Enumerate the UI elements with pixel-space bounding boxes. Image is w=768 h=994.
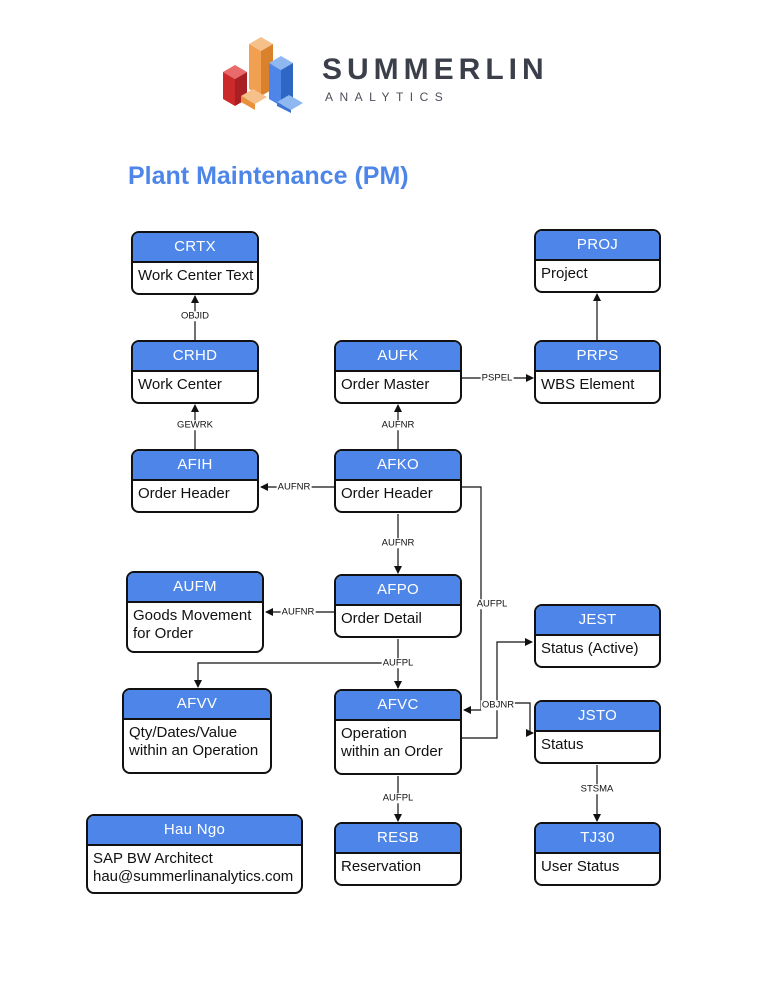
table-afvv: AFVV Qty/Dates/Value within an Operation — [122, 688, 272, 774]
table-proj: PROJ Project — [534, 229, 661, 293]
table-aufm-desc-line2: for Order — [133, 625, 194, 642]
table-jsto: JSTO Status — [534, 700, 661, 764]
table-resb-desc: Reservation — [341, 858, 422, 875]
table-afvc-desc: Operation within an Order — [336, 721, 460, 765]
table-proj-desc: Project — [541, 265, 588, 282]
table-aufm-desc: Goods Movement for Order — [128, 603, 262, 647]
table-afko-header: AFKO — [336, 451, 460, 481]
table-resb-header: RESB — [336, 824, 460, 854]
table-afih-desc: Order Header — [138, 485, 230, 502]
table-prps: PRPS WBS Element — [534, 340, 661, 404]
link-afvc-jest — [462, 638, 533, 739]
table-crhd: CRHD Work Center — [131, 340, 259, 404]
author-card: Hau Ngo SAP BW Architect hau@summerlinan… — [86, 814, 303, 894]
table-aufk-desc: Order Master — [341, 376, 430, 393]
table-crtx-desc: Work Center Text — [138, 267, 254, 284]
table-crtx: CRTX Work Center Text — [131, 231, 259, 295]
table-prps-desc: WBS Element — [541, 376, 635, 393]
table-afko-desc: Order Header — [341, 485, 433, 502]
table-aufk-header: AUFK — [336, 342, 460, 372]
table-afpo-desc: Order Detail — [341, 610, 422, 627]
table-afpo-header: AFPO — [336, 576, 460, 606]
table-tj30-desc: User Status — [541, 858, 620, 875]
page-title: Plant Maintenance (PM) — [128, 162, 409, 190]
table-crhd-header: CRHD — [133, 342, 257, 372]
label-aufpl-resb: AUFPL — [381, 792, 415, 804]
table-afvv-desc-line1: Qty/Dates/Value — [129, 724, 238, 741]
table-aufm-desc-line1: Goods Movement — [133, 607, 252, 624]
label-stsma: STSMA — [579, 783, 615, 795]
table-jsto-header: JSTO — [536, 702, 659, 732]
label-objid: OBJID — [180, 310, 210, 322]
table-afih-header: AFIH — [133, 451, 257, 481]
table-jest-desc: Status (Active) — [541, 640, 639, 657]
table-crhd-desc: Work Center — [138, 376, 222, 393]
author-role: SAP BW Architect — [93, 850, 213, 867]
label-pspel: PSPEL — [480, 372, 514, 384]
table-afvv-header: AFVV — [124, 690, 270, 720]
label-aufpl-afko: AUFPL — [475, 598, 509, 610]
label-aufnr-afpo: AUFNR — [380, 537, 416, 549]
table-afvc: AFVC Operation within an Order — [334, 689, 462, 775]
author-email: hau@summerlinanalytics.com — [93, 868, 294, 885]
table-afko: AFKO Order Header — [334, 449, 462, 513]
table-tj30-header: TJ30 — [536, 824, 659, 854]
table-resb: RESB Reservation — [334, 822, 462, 886]
link-afko-afvc — [462, 486, 482, 714]
table-afpo: AFPO Order Detail — [334, 574, 462, 638]
table-aufm-header: AUFM — [128, 573, 262, 603]
table-prps-header: PRPS — [536, 342, 659, 372]
table-proj-header: PROJ — [536, 231, 659, 261]
label-aufpl-afpo: AUFPL — [381, 657, 415, 669]
table-tj30: TJ30 User Status — [534, 822, 661, 886]
table-crtx-header: CRTX — [133, 233, 257, 263]
link-afpo-afvv — [194, 662, 398, 688]
table-jest: JEST Status (Active) — [534, 604, 661, 668]
table-afvv-desc: Qty/Dates/Value within an Operation — [124, 720, 270, 764]
table-aufm: AUFM Goods Movement for Order — [126, 571, 264, 653]
label-gewrk: GEWRK — [176, 419, 214, 431]
summerlin-logo-icon — [223, 37, 303, 113]
brand-name: SUMMERLIN — [322, 53, 549, 86]
label-aufnr-aufk: AUFNR — [380, 419, 416, 431]
label-aufnr-afih: AUFNR — [276, 481, 312, 493]
table-afvc-header: AFVC — [336, 691, 460, 721]
label-aufnr-aufm: AUFNR — [280, 606, 316, 618]
table-afvv-desc-line2: within an Operation — [129, 742, 259, 759]
brand-subtitle: ANALYTICS — [325, 90, 450, 104]
author-details: SAP BW Architect hau@summerlinanalytics.… — [88, 846, 301, 890]
author-name: Hau Ngo — [88, 816, 301, 846]
table-afvc-desc-line1: Operation — [341, 725, 407, 742]
label-objnr: OBJNR — [480, 699, 516, 711]
table-afvc-desc-line2: within an Order — [341, 743, 443, 760]
table-aufk: AUFK Order Master — [334, 340, 462, 404]
table-jest-header: JEST — [536, 606, 659, 636]
table-jsto-desc: Status — [541, 736, 584, 753]
table-afih: AFIH Order Header — [131, 449, 259, 513]
